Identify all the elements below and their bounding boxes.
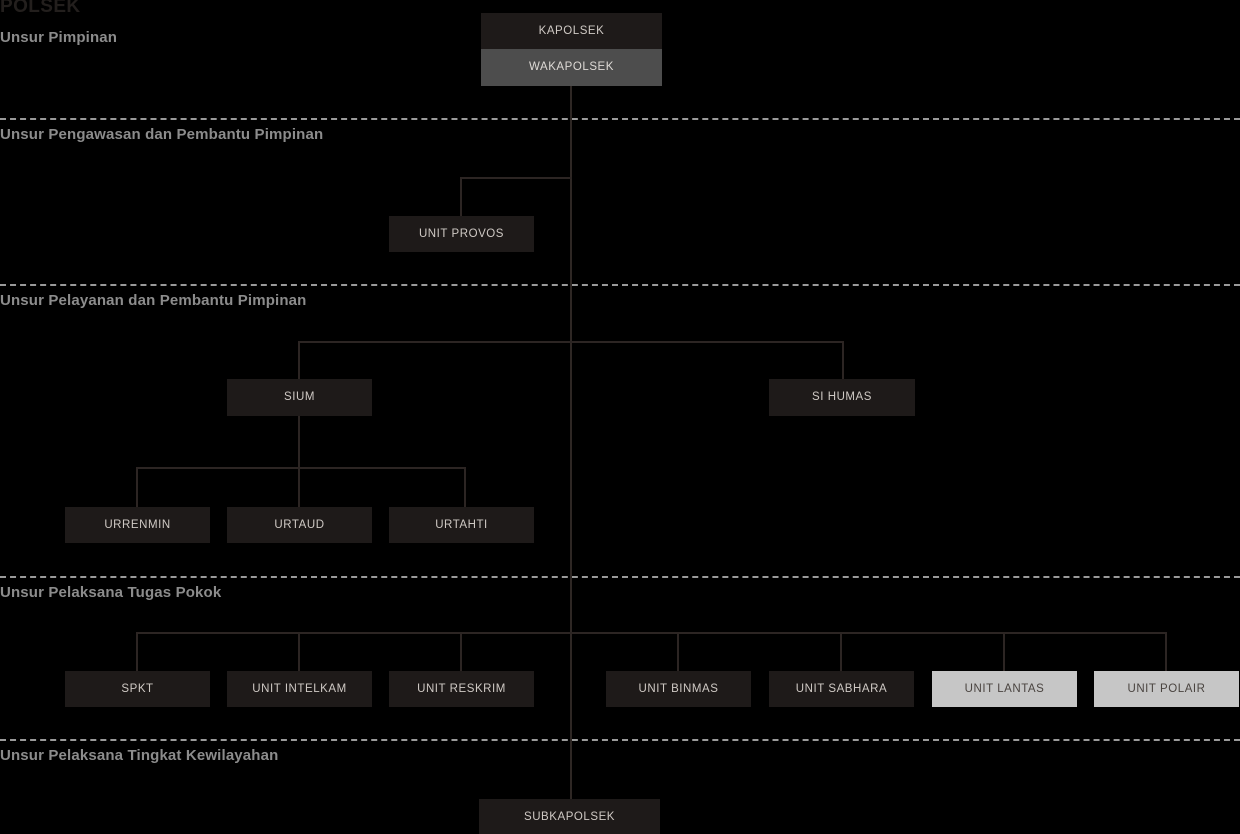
connector-ur-horizontal (136, 467, 466, 469)
connector-urtaud-drop (298, 467, 300, 507)
connector-pelaksana-horizontal (136, 632, 1165, 634)
node-unit-polair[interactable]: UNIT POLAIR (1094, 671, 1239, 707)
node-sium[interactable]: SIUM (227, 379, 372, 416)
node-spkt[interactable]: SPKT (65, 671, 210, 707)
section-label-unsur-pengawasan: Unsur Pengawasan dan Pembantu Pimpinan (0, 126, 324, 143)
connector-polair-drop (1165, 632, 1167, 671)
divider-pimpinan (0, 118, 1240, 120)
node-unit-sabhara[interactable]: UNIT SABHARA (769, 671, 914, 707)
node-urtahti[interactable]: URTAHTI (389, 507, 534, 543)
node-unit-intelkam[interactable]: UNIT INTELKAM (227, 671, 372, 707)
connector-reskrim-drop (460, 632, 462, 671)
node-unit-reskrim[interactable]: UNIT RESKRIM (389, 671, 534, 707)
section-label-unsur-pelaksana-kewilayahan: Unsur Pelaksana Tingkat Kewilayahan (0, 747, 279, 764)
connector-sabhara-drop (840, 632, 842, 671)
node-subkapolsek[interactable]: SUBKAPOLSEK (479, 799, 660, 834)
connector-main-trunk (570, 85, 572, 800)
section-label-unsur-pelayanan: Unsur Pelayanan dan Pembantu Pimpinan (0, 292, 307, 309)
node-wakapolsek[interactable]: WAKAPOLSEK (481, 49, 662, 86)
node-unit-lantas[interactable]: UNIT LANTAS (932, 671, 1077, 707)
connector-intelkam-drop (298, 632, 300, 671)
connector-lantas-drop (1003, 632, 1005, 671)
node-unit-provos[interactable]: UNIT PROVOS (389, 216, 534, 252)
node-urrenmin[interactable]: URRENMIN (65, 507, 210, 543)
connector-urtahti-drop (464, 467, 466, 507)
divider-pengawasan (0, 284, 1240, 286)
connector-sihumas-drop (842, 341, 844, 379)
node-kapolsek[interactable]: KAPOLSEK (481, 13, 662, 49)
connector-spkt-drop (136, 632, 138, 671)
divider-pelaksana (0, 739, 1240, 741)
connector-binmas-drop (677, 632, 679, 671)
node-si-humas[interactable]: SI HUMAS (769, 379, 915, 416)
connector-urrenmin-drop (136, 467, 138, 507)
divider-pelayanan (0, 576, 1240, 578)
node-unit-binmas[interactable]: UNIT BINMAS (606, 671, 751, 707)
section-label-unsur-pelaksana-tugas-pokok: Unsur Pelaksana Tugas Pokok (0, 584, 222, 601)
connector-provos-horizontal (460, 177, 572, 179)
section-label-unsur-pimpinan: Unsur Pimpinan (0, 29, 118, 46)
connector-sium-drop (298, 341, 300, 379)
node-urtaud[interactable]: URTAUD (227, 507, 372, 543)
connector-pelayanan-horizontal (298, 341, 844, 343)
connector-sium-stem (298, 415, 300, 467)
connector-provos-drop (460, 177, 462, 216)
page-title: POLSEK (0, 0, 81, 17)
